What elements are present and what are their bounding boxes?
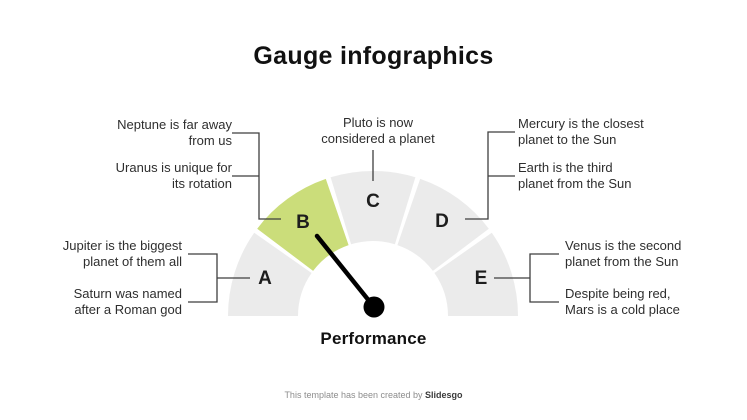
page-title: Gauge infographics [253,42,494,70]
callout-earth: Earth is the third planet from the Sun [518,160,632,191]
needle-arm [314,233,377,310]
gauge-needle [314,233,385,318]
callout-mercury: Mercury is the closest planet to the Sun [518,116,644,147]
callout-jupiter: Jupiter is the biggest planet of them al… [62,238,182,269]
gauge-segment-d [397,178,489,271]
segment-label-d: D [435,211,449,232]
callout-saturn: Saturn was named after a Roman god [73,286,182,317]
callout-mars: Despite being red, Mars is a cold place [565,286,680,317]
footer-text: This template has been created by [284,390,426,400]
segment-label-c: C [366,191,380,212]
connector-jupiter-saturn-bracket [188,253,218,303]
footer-credit: This template has been created by Slides… [0,390,747,400]
segment-label-b: B [296,212,310,233]
gauge-segment-c [330,170,416,245]
callout-pluto: Pluto is now considered a planet [321,115,435,146]
callout-venus: Venus is the second planet from the Sun [565,238,682,269]
segment-label-e: E [475,268,488,289]
gauge-segment-labels: A B C D E [258,191,487,289]
footer-brand: Slidesgo [425,390,463,400]
callout-uranus: Uranus is unique for its rotation [115,160,232,191]
gauge-segment-e [434,232,519,316]
needle-pivot [363,296,385,318]
connector-venus-mars-bracket [529,253,559,303]
gauge-segment-a [227,232,312,316]
callout-neptune: Neptune is far away from us [117,117,232,148]
gauge-caption: Performance [320,329,427,348]
callout-connector-lines [188,131,559,303]
segment-label-a: A [258,268,272,289]
